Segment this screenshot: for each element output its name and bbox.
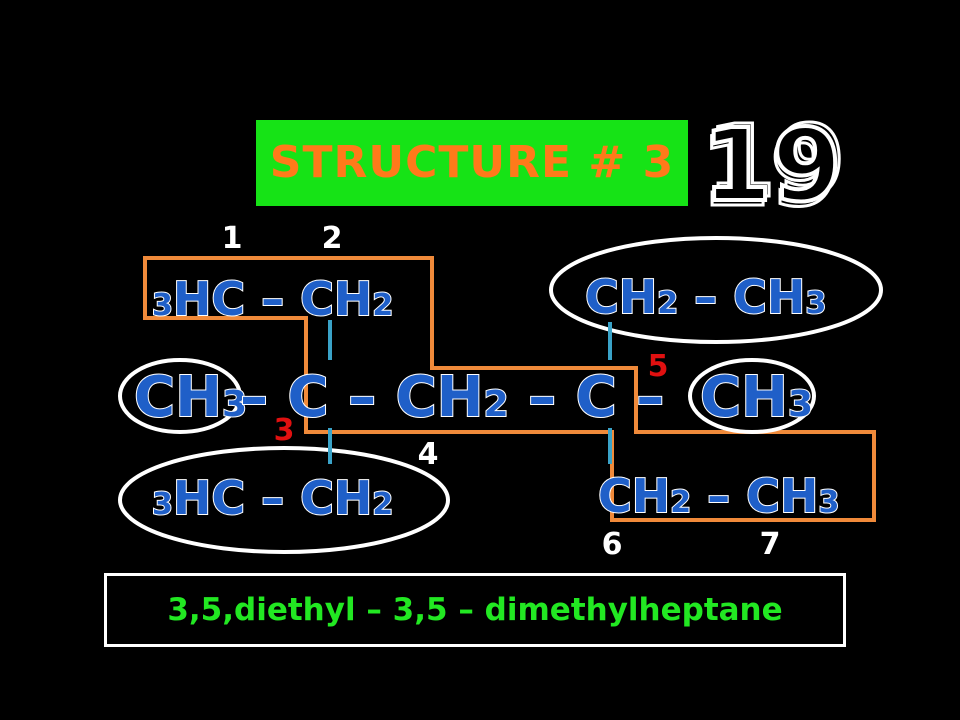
formula-main-right: CH3: [700, 365, 813, 430]
longest-chain-outline: [143, 256, 876, 522]
chain-number-5: 5: [648, 349, 669, 384]
chain-number-7: 7: [760, 527, 781, 562]
timer: 19 19 19: [699, 102, 847, 231]
formula-bottom-left: 3HC – CH2: [152, 471, 393, 525]
title-banner: STRUCTURE # 3: [256, 120, 688, 206]
formula-main-middle: – C – CH2 – C –: [240, 365, 664, 430]
chain-number-1: 1: [222, 221, 243, 256]
title-text: STRUCTURE # 3: [269, 137, 675, 188]
ellipse-left-methyl: [118, 358, 242, 434]
ellipse-top-right-ethyl: [549, 236, 883, 344]
chain-number-3: 3: [274, 413, 295, 448]
timer-value: 19: [702, 107, 841, 224]
ellipse-right-methyl: [688, 358, 816, 434]
chain-number-2: 2: [322, 221, 343, 256]
formula-top-right: CH2 – CH3: [585, 270, 826, 324]
answer-text: 3,5,diethyl – 3,5 – dimethylheptane: [167, 592, 783, 628]
timer-shadow-1: 19: [700, 112, 839, 229]
answer-box: 3,5,diethyl – 3,5 – dimethylheptane: [104, 573, 846, 647]
formula-bottom-right: CH2 – CH3: [598, 469, 839, 523]
ellipse-bottom-left-ethyl: [118, 446, 450, 554]
formula-top-left: 3HC – CH2: [152, 272, 393, 326]
formula-main-left: CH3: [134, 365, 247, 430]
timer-shadow-2: 19: [706, 103, 845, 220]
chain-number-6: 6: [602, 527, 623, 562]
chain-number-4: 4: [418, 437, 439, 472]
